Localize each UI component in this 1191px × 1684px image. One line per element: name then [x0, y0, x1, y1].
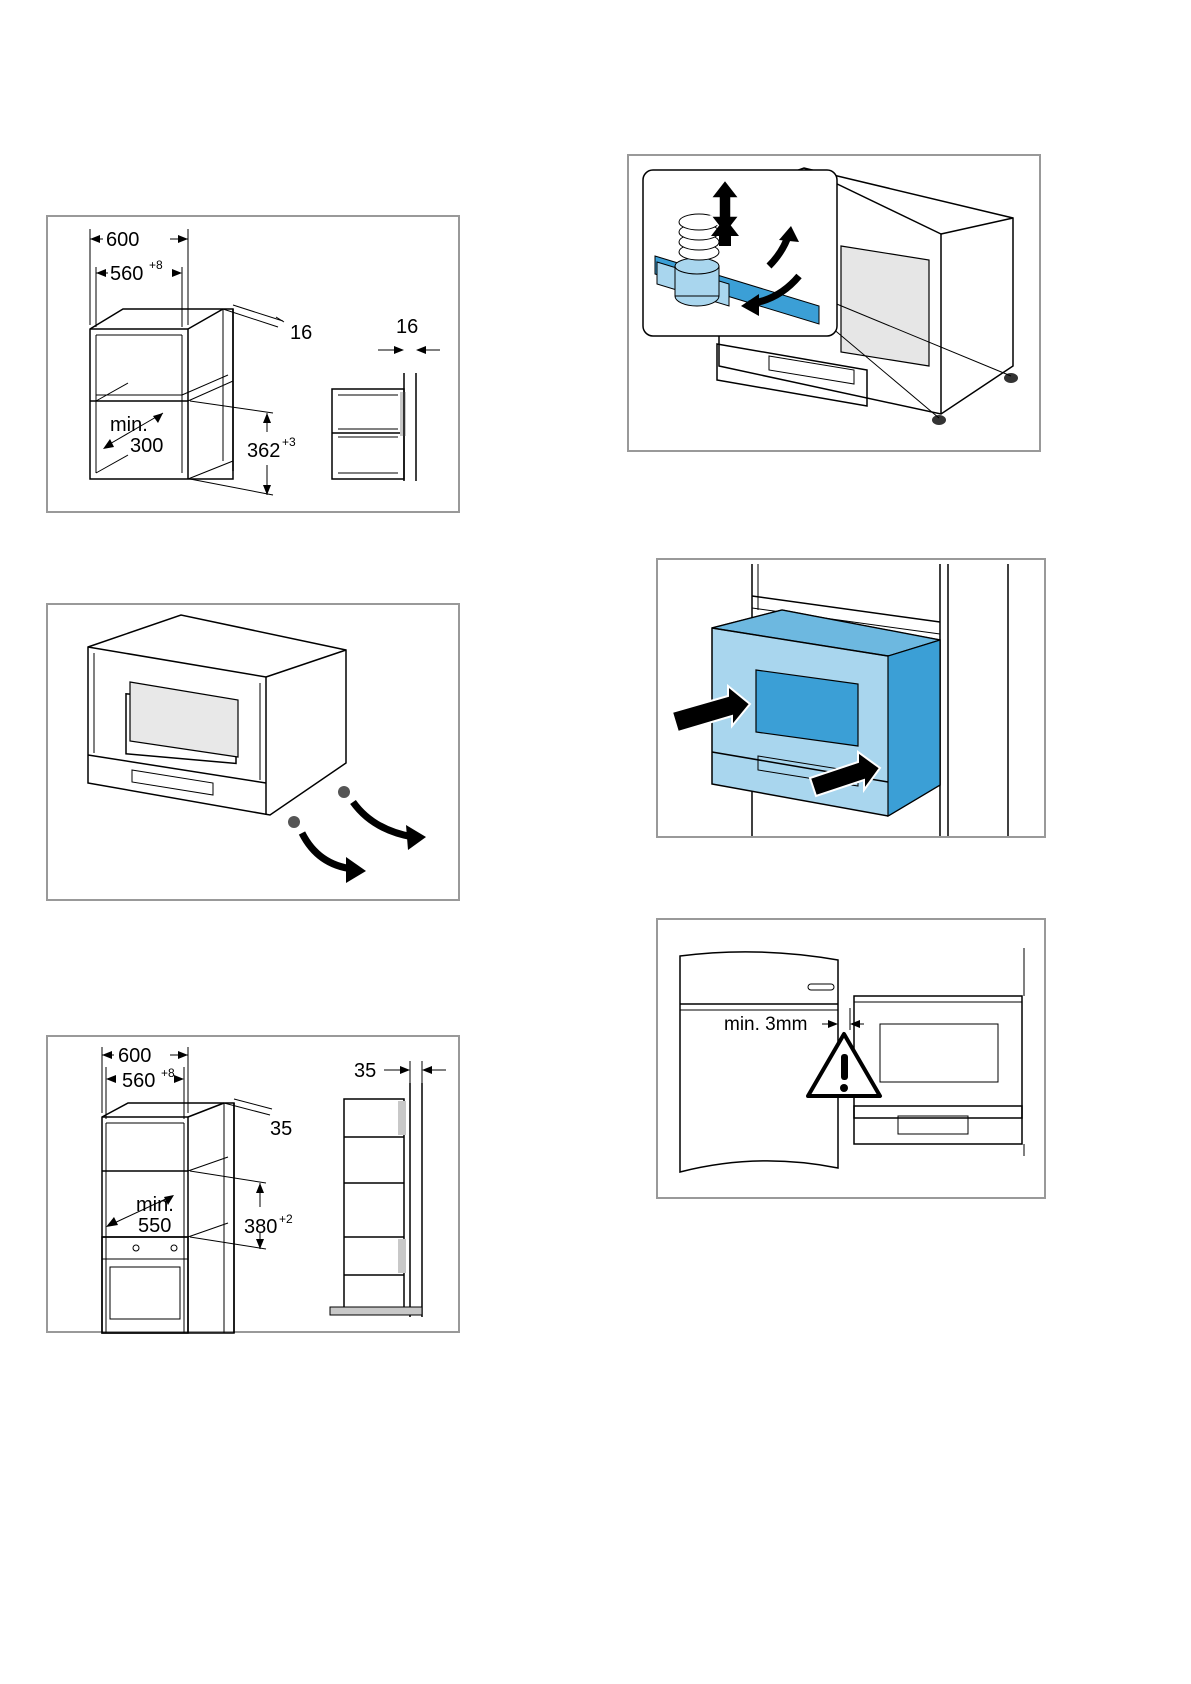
arrow-icon — [711, 218, 739, 246]
min-label: min. — [110, 414, 148, 436]
curved-arrow-icon — [350, 799, 414, 841]
dim-380: 380 — [244, 1216, 277, 1238]
dim-362-tolerance: +3 — [282, 435, 296, 449]
tall-cabinet-dimension-drawing: 600 560 +8 35 min. 550 380 +2 — [101, 1045, 446, 1334]
screw-icon — [338, 786, 350, 798]
screw-icon — [288, 816, 300, 828]
dim-35-side: 35 — [354, 1060, 376, 1082]
figure-insert-appliance — [656, 558, 1046, 838]
min-300: 300 — [130, 435, 163, 457]
push-arrow-icon — [670, 683, 752, 734]
dim-560-tolerance: +8 — [149, 258, 163, 272]
adjust-feet-drawing — [642, 167, 1018, 425]
figure-remove-screws — [46, 603, 460, 901]
figure-minimum-gap: min. 3mm — [656, 918, 1046, 1199]
minimum-gap-drawing: min. 3mm — [679, 948, 1025, 1173]
dim-362: 362 — [247, 440, 280, 462]
gap-label: min. 3mm — [724, 1014, 807, 1035]
dim-560: 560 — [110, 263, 143, 285]
dim-560: 560 — [122, 1070, 155, 1092]
cabinet-dimension-drawing: 600 560 +8 16 min. 300 362 +3 — [89, 229, 440, 496]
figure-cabinet-dimensions-tall: 600 560 +8 35 min. 550 380 +2 — [46, 1035, 460, 1334]
min-label: min. — [136, 1194, 174, 1216]
dim-35-panel: 35 — [270, 1118, 292, 1140]
dim-16-side: 16 — [396, 316, 418, 338]
curved-arrow-icon — [298, 831, 354, 873]
dim-600: 600 — [118, 1045, 151, 1067]
figure-cabinet-dimensions-wall: 600 560 +8 16 min. 300 362 +3 — [46, 215, 460, 513]
dim-560-tolerance: +8 — [161, 1066, 175, 1080]
dim-16-panel: 16 — [290, 322, 312, 344]
dim-380-tolerance: +2 — [279, 1212, 293, 1226]
dim-600: 600 — [106, 229, 139, 251]
insert-appliance-drawing — [670, 564, 1009, 836]
min-550: 550 — [138, 1215, 171, 1237]
push-arrow-icon — [808, 750, 882, 798]
figure-adjust-feet — [627, 154, 1041, 452]
remove-screws-drawing — [87, 614, 426, 883]
